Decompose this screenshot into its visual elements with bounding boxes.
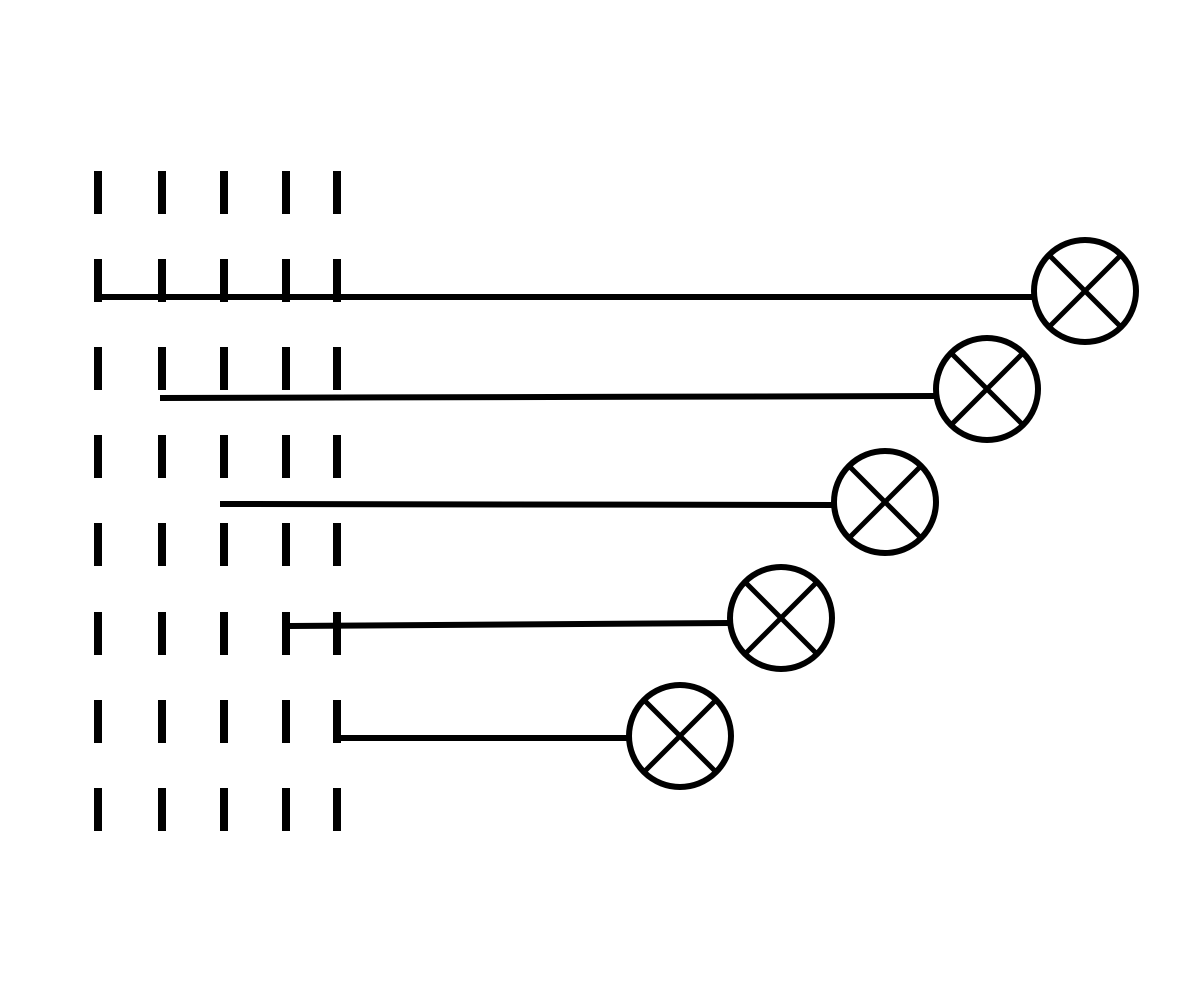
lamp-icon [831,448,939,556]
wire-to-lamp-3 [219,501,835,508]
rails-group [94,171,341,831]
lamp-icon [933,335,1041,443]
lamp-3-cross-b [847,464,923,540]
lamp-4-cross-b [743,580,819,656]
wire-to-lamp-4 [289,620,731,629]
lamp-icon [1031,237,1139,345]
wires-group [98,294,1034,741]
lamp-5-cross-b [642,698,718,774]
lamps-group [626,237,1139,790]
wire-to-lamp-2 [159,393,937,401]
lamp-icon [626,682,734,790]
lamp-icon [727,564,835,672]
lamp-2-cross-b [949,351,1025,427]
lamp-1-cross-b [1047,253,1123,329]
